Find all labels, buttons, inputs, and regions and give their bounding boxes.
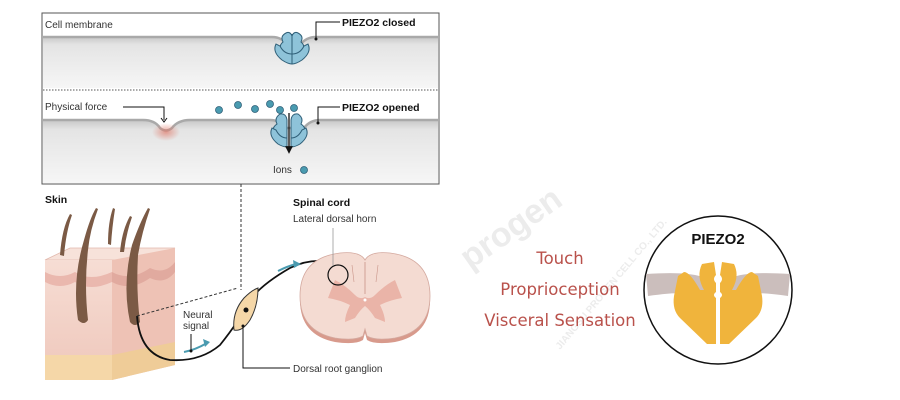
skin-label: Skin	[45, 194, 67, 206]
lateral-dorsal-horn-label: Lateral dorsal horn	[293, 214, 376, 225]
membrane-panel: Cell membrane PIEZO2 closed Physical for…	[41, 12, 440, 185]
spinal-cord-icon	[299, 228, 431, 344]
cell-membrane-label: Cell membrane	[45, 20, 113, 31]
piezo2-closed-label: PIEZO2 closed	[342, 17, 416, 29]
piezo2-opened-label: PIEZO2 opened	[342, 102, 420, 114]
ion	[251, 105, 259, 113]
dashed-link	[136, 287, 239, 317]
badge-title: PIEZO2	[691, 231, 744, 248]
ions	[215, 100, 308, 174]
cell-membrane-upper	[43, 37, 438, 88]
ion	[215, 106, 223, 114]
ion	[290, 104, 298, 112]
function-list: Touch Proprioception Visceral Sensation	[470, 243, 650, 336]
piezo2-yellow-channel-icon	[673, 262, 763, 344]
neural-signal-label-2: signal	[183, 321, 209, 332]
function-visceral-sensation: Visceral Sensation	[484, 311, 636, 330]
neural-signal-arrow	[183, 342, 208, 353]
lateral-dorsal-horn-marker	[327, 264, 349, 286]
function-touch: Touch	[536, 249, 584, 268]
skin-block	[44, 208, 176, 380]
ion	[300, 166, 308, 174]
ion	[276, 106, 284, 114]
cell-membrane-lower	[43, 120, 438, 183]
physical-force-label: Physical force	[45, 102, 108, 113]
piezo2-closed-channel-icon	[274, 31, 310, 65]
piezo2-badge: PIEZO2	[643, 215, 793, 365]
piezo2-opened-channel-icon	[270, 113, 308, 148]
spinal-cord-label: Spinal cord	[293, 197, 350, 209]
ion	[234, 101, 242, 109]
neural-signal-label-1: Neural	[183, 310, 212, 321]
ions-label: Ions	[273, 165, 292, 176]
dorsal-root-ganglion-label: Dorsal root ganglion	[293, 364, 383, 375]
ion	[266, 100, 274, 108]
function-proprioception: Proprioception	[500, 280, 620, 299]
hair-icon	[60, 208, 150, 325]
force-glow	[152, 123, 180, 141]
